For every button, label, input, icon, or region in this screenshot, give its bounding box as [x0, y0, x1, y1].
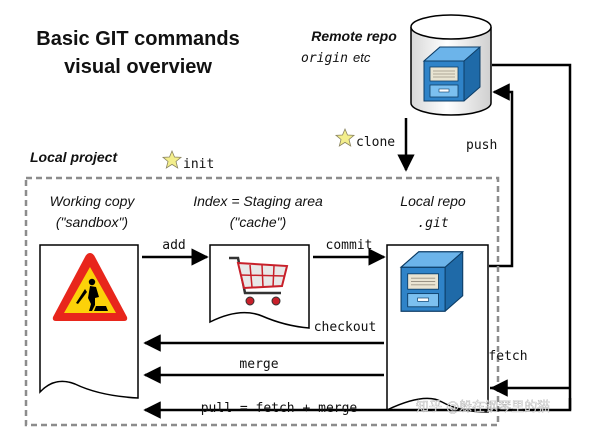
index-label: Index = Staging area	[193, 193, 323, 209]
file-cabinet-icon	[400, 251, 464, 312]
remote-outer-line	[492, 63, 572, 388]
pull-arrow	[143, 398, 572, 419]
star-icon	[161, 149, 183, 169]
title-line-2: visual overview	[64, 56, 212, 78]
local-repo-label: Local repo	[400, 193, 466, 209]
working-copy-document	[39, 244, 139, 399]
checkout-label: checkout	[314, 320, 377, 335]
git-dir-label: .git	[417, 216, 448, 231]
title-line-1: Basic GIT commands	[36, 28, 239, 50]
commit-label: commit	[326, 238, 373, 253]
remote-repo-label: Remote repo	[311, 28, 397, 44]
init-label: init	[183, 157, 214, 172]
remote-etc-label: etc	[353, 50, 371, 65]
roadwork-sign-icon	[52, 253, 128, 321]
push-label: push	[466, 138, 497, 153]
shopping-cart-icon	[229, 256, 289, 306]
watermark: 知乎 @躲在钢琴里的猫	[416, 399, 550, 415]
merge-label: merge	[239, 357, 278, 372]
database-cylinder-icon	[410, 14, 492, 116]
cache-label: ("cache")	[230, 214, 287, 230]
pull-label: pull = fetch + merge	[201, 401, 358, 416]
local-project-label: Local project	[30, 149, 118, 165]
sandbox-label: ("sandbox")	[56, 214, 128, 230]
working-copy-label: Working copy	[50, 193, 136, 209]
remote-origin-label: origin	[301, 51, 348, 66]
clone-label: clone	[356, 135, 395, 150]
local-project-box	[24, 176, 500, 427]
push-arrow	[489, 83, 514, 268]
star-icon	[334, 127, 356, 147]
fetch-label: fetch	[488, 349, 527, 364]
add-label: add	[162, 238, 185, 253]
